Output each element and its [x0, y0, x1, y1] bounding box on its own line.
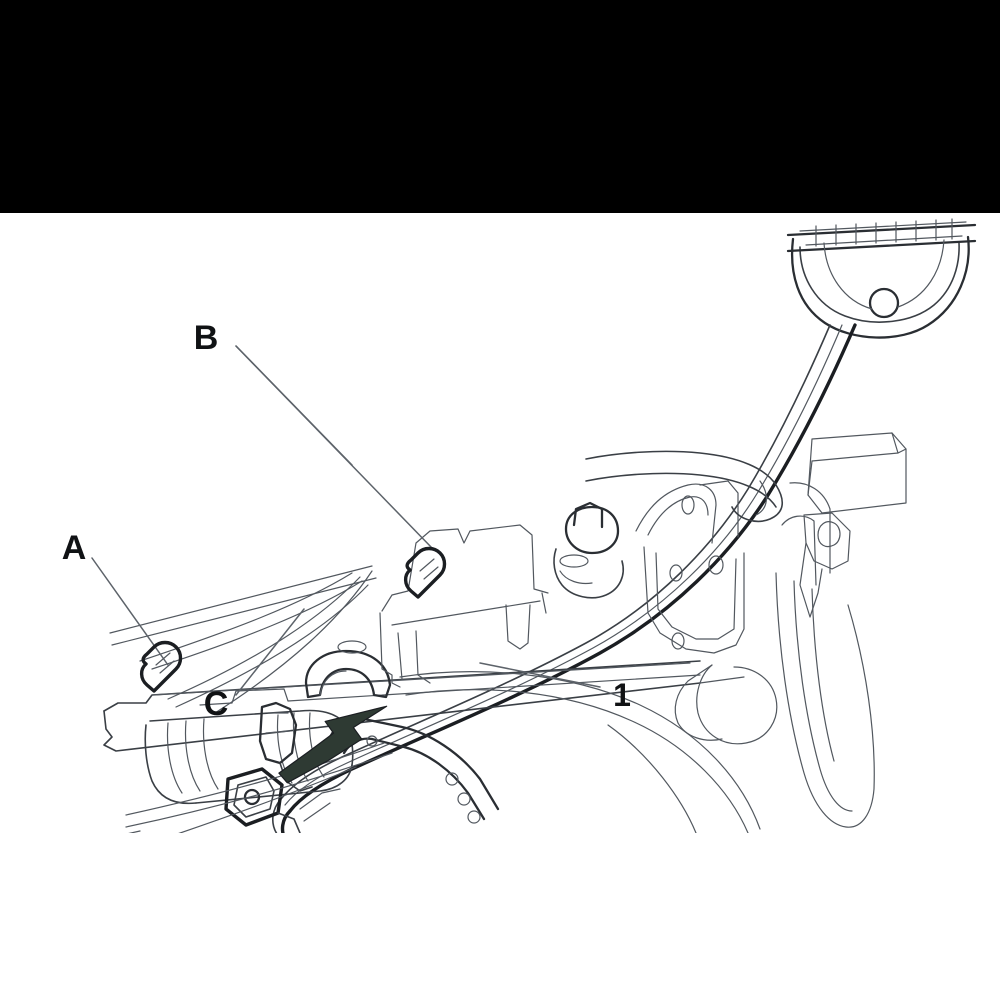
label-a: A: [62, 529, 87, 567]
leader-line-a: [91, 557, 169, 666]
direction-arrow[interactable]: [277, 705, 389, 784]
center-bolt-assembly: [553, 501, 624, 599]
rear-fender: [775, 482, 875, 828]
lower-struts: [125, 742, 393, 833]
lower-left-tubing: [299, 788, 341, 822]
leader-line-b-2: [235, 345, 353, 466]
diagram-canvas: B A C 1: [0, 213, 1000, 833]
leader-line-c: [235, 608, 305, 696]
letterbox-bottom-band: [0, 833, 1000, 1000]
letterbox-top-band: [0, 0, 1000, 213]
line-art-svg: B A C 1: [62, 218, 977, 833]
seat-rail-bar: [103, 660, 701, 752]
bolt-b: [403, 546, 447, 599]
right-bracket-panel: [635, 480, 745, 654]
cross-tube: [585, 450, 783, 523]
label-1: 1: [613, 677, 631, 713]
top-bracket-plate: [786, 218, 977, 339]
tail-body-panel: [379, 524, 549, 688]
leader-line-1: [479, 662, 601, 688]
side-plate-clamp: [224, 767, 301, 833]
label-c: C: [204, 685, 229, 723]
rack-main-tube: [272, 323, 857, 833]
wheel-arc-lines: [399, 671, 761, 833]
label-b: B: [194, 319, 219, 357]
turn-signal-bracket: [799, 432, 907, 618]
saddle-bracket: [304, 640, 392, 699]
bolt-a: [139, 640, 183, 693]
exhaust-tip: [674, 664, 778, 745]
